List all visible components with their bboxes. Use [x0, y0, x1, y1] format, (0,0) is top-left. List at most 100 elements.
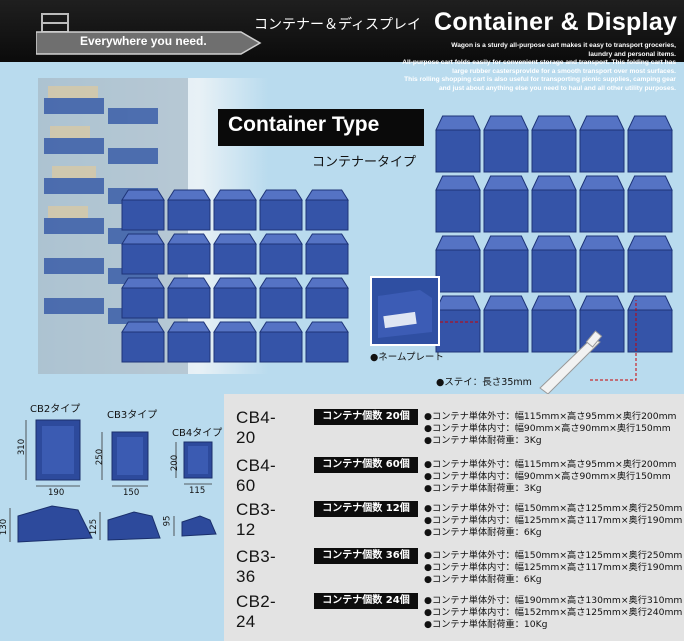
bin	[213, 331, 257, 363]
bin-lip	[531, 175, 577, 191]
bin-lip	[305, 233, 349, 245]
type-label-cb2: CB2タイプ	[30, 404, 81, 415]
description: Wagon is a sturdy all-purpose cart makes…	[386, 42, 676, 94]
spec-inner: ●コンテナ単体内寸：幅90mm×高さ90mm×奥行150mm	[424, 423, 671, 434]
bin	[213, 243, 257, 275]
tagline-arrow	[36, 31, 262, 55]
spec-load: ●コンテナ単体耐荷重：6Kg	[424, 527, 542, 538]
bin-lip	[435, 295, 481, 311]
bin-lip	[435, 175, 481, 191]
spec-inner: ●コンテナ単体内寸：幅90mm×高さ90mm×奥行150mm	[424, 471, 671, 482]
product-code: CB4-60	[236, 456, 276, 495]
spec-load: ●コンテナ単体耐荷重：6Kg	[424, 574, 542, 585]
bin	[483, 129, 529, 173]
bin-lip	[483, 235, 529, 251]
spec-load: ●コンテナ単体耐荷重：3Kg	[424, 435, 542, 446]
dim-cb2-height: 310	[17, 438, 28, 456]
bin-lip	[259, 189, 303, 201]
product-table	[224, 394, 684, 641]
bin-lip	[627, 115, 673, 131]
bin-lip	[579, 115, 625, 131]
product-count: コンテナ個数 36個	[314, 548, 418, 564]
bin	[305, 287, 349, 319]
bin	[259, 199, 303, 231]
bin-lip	[213, 321, 257, 333]
bin	[531, 189, 577, 233]
bin-lip	[531, 235, 577, 251]
spec-outer: ●コンテナ単体外寸：幅115mm×高さ95mm×奥行200mm	[424, 411, 677, 422]
bin-lip	[305, 277, 349, 289]
section-title: Container Type	[228, 113, 380, 136]
dim-cb3-width: 150	[123, 488, 140, 498]
bin	[167, 287, 211, 319]
name-plate-closeup	[370, 276, 440, 346]
bin	[121, 199, 165, 231]
dim-cb4-height: 200	[170, 454, 181, 472]
product-code: CB2-24	[236, 592, 276, 631]
tagline: Everywhere you need.	[80, 34, 207, 48]
bin	[435, 189, 481, 233]
bin-lip	[213, 189, 257, 201]
spec-inner: ●コンテナ単体内寸：幅125mm×高さ117mm×奥行190mm	[424, 515, 683, 526]
bin-lip	[305, 189, 349, 201]
type-label-cb4: CB4タイプ	[172, 428, 223, 439]
bin-lip	[435, 115, 481, 131]
product-code: CB4-20	[236, 408, 276, 447]
bin-lip	[259, 233, 303, 245]
bin	[121, 287, 165, 319]
bin	[579, 189, 625, 233]
bin-lip	[259, 277, 303, 289]
product-count: コンテナ個数 12個	[314, 501, 418, 517]
product-code: CB3-12	[236, 500, 276, 539]
type-label-cb3: CB3タイプ	[107, 410, 158, 421]
spec-outer: ●コンテナ単体外寸：幅190mm×高さ130mm×奥行310mm	[424, 595, 683, 606]
bin	[167, 331, 211, 363]
bin-lip	[627, 295, 673, 311]
dim-cb2-side: 130	[0, 518, 10, 536]
description-line: large rubber castersprovide for a smooth…	[452, 67, 676, 75]
bin	[121, 243, 165, 275]
product-count: コンテナ個数 60個	[314, 457, 418, 473]
bin	[259, 331, 303, 363]
dim-cb4-side: 95	[162, 515, 173, 527]
bin-lip	[259, 321, 303, 333]
bin-lip	[167, 189, 211, 201]
callout-lines	[440, 300, 637, 381]
section-subtitle: コンテナータイプ	[312, 155, 417, 170]
type-side-diagrams	[9, 505, 217, 543]
description-line: All-purpose cart folds easily for conven…	[402, 59, 676, 67]
bin	[167, 199, 211, 231]
bin	[213, 287, 257, 319]
bin	[627, 189, 673, 233]
dim-cb2-width: 190	[48, 488, 65, 498]
spec-load: ●コンテナ単体耐荷重：10Kg	[424, 619, 548, 630]
bin-lip	[213, 233, 257, 245]
bin-lip	[213, 277, 257, 289]
bin-lip	[627, 235, 673, 251]
description-line: and just about anything else you need to…	[438, 84, 676, 92]
product-count: コンテナ個数 20個	[314, 409, 418, 425]
jp-title: コンテナー＆ディスプレイ	[254, 17, 422, 33]
bin-lip	[579, 295, 625, 311]
type-front-diagrams	[25, 419, 213, 487]
product-count: コンテナ個数 24個	[314, 593, 418, 609]
bin-lip	[531, 115, 577, 131]
spec-outer: ●コンテナ単体外寸：幅150mm×高さ125mm×奥行250mm	[424, 503, 683, 514]
dim-cb3-side: 125	[89, 518, 100, 536]
bin-lip	[167, 321, 211, 333]
bin	[579, 129, 625, 173]
bin	[305, 199, 349, 231]
spec-inner: ●コンテナ単体内寸：幅152mm×高さ125mm×奥行240mm	[424, 607, 683, 618]
dim-cb4-width: 115	[189, 486, 206, 496]
description-line: laundry and personal items.	[588, 50, 676, 58]
product-code: CB3-36	[236, 547, 276, 586]
bin	[531, 129, 577, 173]
bin-lip	[627, 175, 673, 191]
bin	[305, 331, 349, 363]
dim-cb3-height: 250	[95, 448, 106, 466]
section-title-box	[218, 109, 424, 146]
bin-lip	[531, 295, 577, 311]
bin-lip	[579, 235, 625, 251]
bin	[305, 243, 349, 275]
spec-inner: ●コンテナ単体内寸：幅125mm×高さ117mm×奥行190mm	[424, 562, 683, 573]
